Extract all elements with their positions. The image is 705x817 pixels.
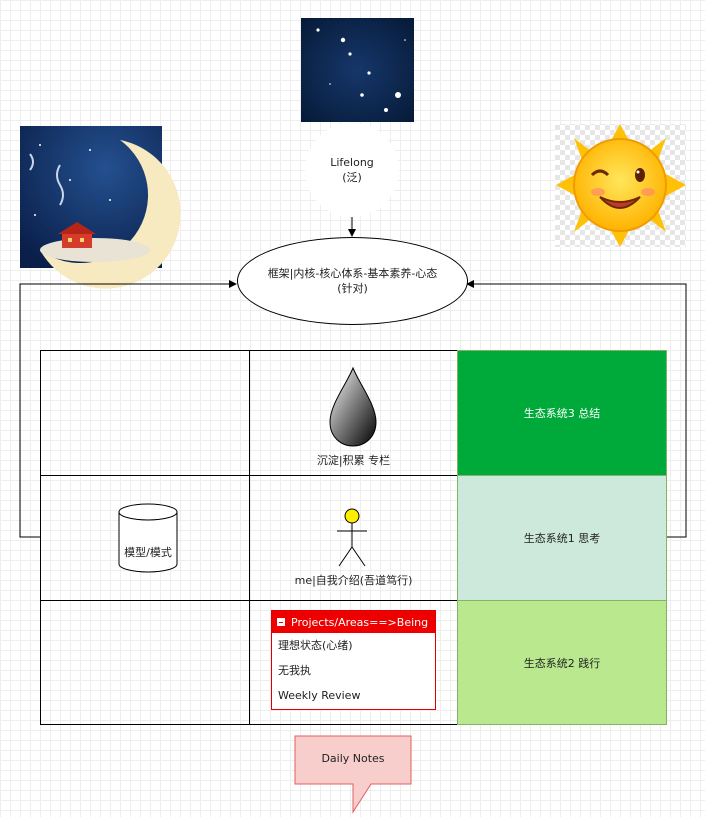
database-label: 模型/模式 [124, 546, 172, 559]
list-item: Weekly Review [278, 689, 361, 702]
lifelong-label: Lifelong [330, 156, 374, 169]
lifelong-node: Lifelong (泛) [305, 123, 399, 217]
eco-summary-label: 生态系统3 总结 [523, 407, 601, 420]
grid-cell-r2c1 [40, 475, 250, 601]
daily-notes-label: Daily Notes [321, 752, 385, 765]
projects-list-title: Projects/Areas==>Being [291, 615, 429, 629]
drop-label: 沉淀|积累 专栏 [316, 454, 391, 467]
connector-right-loop [466, 280, 687, 538]
moon-house-image [20, 126, 181, 289]
stick-figure-icon [337, 508, 367, 567]
collapse-icon[interactable] [277, 618, 285, 626]
daily-notes-callout-shape [294, 735, 412, 814]
core-framework-ellipse: 框架|内核-核心体系-基本素养-心态 (针对) [237, 237, 468, 325]
eco-think-label: 生态系统1 思考 [523, 532, 601, 545]
database-cylinder-icon [118, 503, 178, 573]
projects-list: Projects/Areas==>Being 理想状态(心绪) 无我执 Week… [271, 610, 436, 710]
list-item: 理想状态(心绪) [278, 639, 353, 652]
eco-practice-cell: 生态系统2 践行 [457, 600, 667, 725]
eco-think-cell: 生态系统1 思考 [457, 475, 667, 601]
eco-summary-cell: 生态系统3 总结 [457, 350, 667, 476]
grid-cell-r1c1 [40, 350, 250, 476]
core-framework-label: 框架|内核-核心体系-基本素养-心态 [267, 267, 438, 280]
projects-list-header[interactable]: Projects/Areas==>Being [272, 611, 435, 633]
drop-icon [329, 366, 377, 447]
winking-sun-image [555, 124, 686, 247]
lifelong-sublabel: (泛) [342, 171, 362, 184]
connector-left-loop [19, 280, 237, 538]
actor-label: me|自我介绍(吾道笃行) [294, 574, 413, 587]
core-framework-sublabel: (针对) [337, 282, 368, 295]
grid-cell-r3c1 [40, 600, 250, 725]
list-item: 无我执 [278, 664, 311, 677]
starry-night-image [301, 18, 414, 122]
eco-practice-label: 生态系统2 践行 [523, 656, 601, 670]
